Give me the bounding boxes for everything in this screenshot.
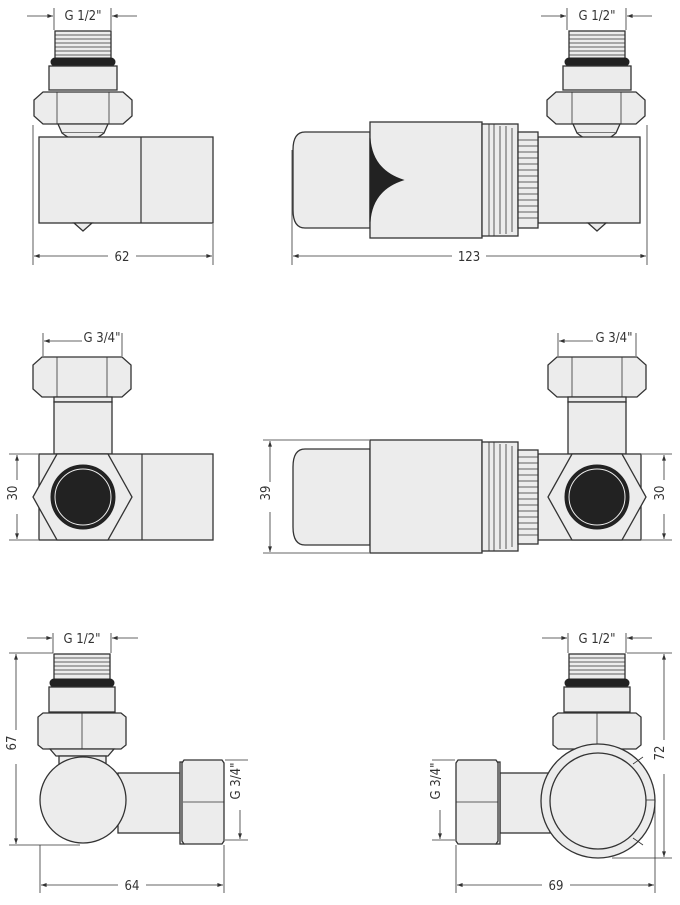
hex-nut	[33, 91, 133, 143]
head-indicator	[369, 137, 405, 223]
pipe-stem	[53, 401, 113, 455]
thread-connector	[563, 653, 631, 713]
thread-connector	[562, 30, 632, 91]
head-cap	[292, 131, 371, 229]
view-top-left: G 1/2" 62	[27, 8, 214, 265]
head-body	[369, 439, 483, 554]
port-opening	[564, 464, 630, 530]
valve-body-round	[540, 743, 656, 859]
width-label: 69	[549, 879, 564, 894]
height-label: 30	[6, 486, 21, 501]
valve-body	[38, 136, 214, 232]
view-bottom-right: G 1/2" 72 G 3/4" 69	[429, 632, 672, 894]
width-label: 123	[458, 250, 480, 265]
hex-nut	[547, 356, 647, 403]
head-cap	[292, 448, 371, 546]
side-hex-nut	[455, 759, 501, 845]
thread-size-label: G 3/4"	[596, 331, 633, 346]
valve-body	[537, 453, 647, 541]
width-label: 62	[115, 250, 130, 265]
thread-connector	[48, 653, 116, 713]
thread-size-label: G 3/4"	[84, 331, 121, 346]
hex-nut	[32, 356, 132, 403]
valve-body	[32, 453, 214, 541]
thread-top-label: G 1/2"	[64, 632, 101, 647]
port-opening	[50, 464, 116, 530]
thread-size-label: G 1/2"	[579, 9, 616, 24]
view-middle-right: G 3/4" 39 30	[259, 331, 672, 554]
o-ring	[564, 57, 630, 67]
thermostatic-head	[292, 439, 539, 554]
thread-connector	[48, 30, 118, 91]
view-middle-left: G 3/4" 30	[6, 331, 214, 541]
view-top-right: G 1/2" 123	[291, 8, 652, 265]
thread-size-label: G 1/2"	[65, 9, 102, 24]
hex-nut	[546, 91, 646, 143]
valve-body	[537, 136, 641, 232]
thread-side-label: G 3/4"	[429, 763, 444, 800]
o-ring	[50, 57, 116, 67]
hex-nut	[552, 712, 642, 750]
view-bottom-left: G 1/2" 67 G 3/4" 64	[5, 632, 248, 894]
knurled-ring	[517, 449, 539, 545]
width-label: 64	[125, 879, 140, 894]
height-label: 72	[653, 746, 668, 761]
ribbed-collar	[481, 123, 519, 237]
height-label: 67	[5, 736, 20, 751]
side-pipe	[117, 772, 181, 834]
head-body	[369, 121, 483, 239]
side-hex-nut	[179, 759, 225, 845]
o-ring	[564, 678, 630, 688]
thermostatic-head	[292, 121, 539, 239]
head-height-label: 39	[259, 486, 274, 501]
o-ring	[49, 678, 115, 688]
ribbed-collar	[481, 441, 519, 552]
valve-body-round	[39, 756, 127, 844]
hex-nut	[37, 712, 127, 757]
thread-side-label: G 3/4"	[229, 763, 244, 800]
body-height-label: 30	[653, 486, 668, 501]
knurled-ring	[517, 131, 539, 229]
thread-top-label: G 1/2"	[579, 632, 616, 647]
pipe-stem	[567, 401, 627, 455]
